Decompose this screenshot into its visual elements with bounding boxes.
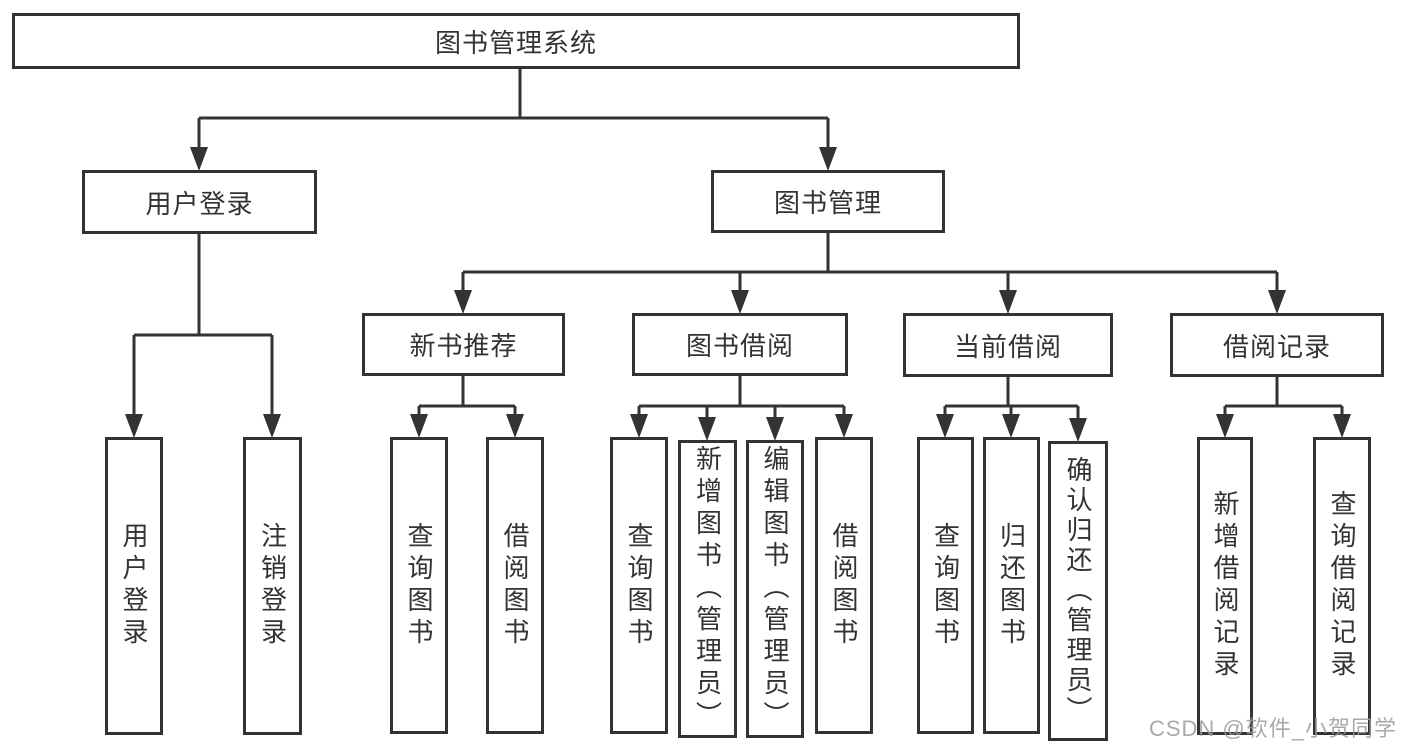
node-new-book-recommend-label: 新书推荐 [409, 331, 518, 361]
node-book-management: 图书管理 [711, 170, 945, 233]
node-borrow-records: 借阅记录 [1170, 313, 1384, 377]
leaf-br-query-record-label: 查询借阅记录 [1327, 490, 1357, 682]
node-user-login-label: 用户登录 [145, 188, 254, 219]
leaf-br-add-record-label: 新增借阅记录 [1210, 490, 1240, 682]
node-root-label: 图书管理系统 [434, 27, 597, 58]
node-new-book-recommend: 新书推荐 [362, 313, 565, 376]
leaf-rec-borrow-books-label: 借阅图书 [500, 521, 530, 650]
node-current-borrow-label: 当前借阅 [953, 331, 1062, 362]
leaf-br-query-record: 查询借阅记录 [1313, 437, 1371, 735]
leaf-bb-borrow-books-label: 借阅图书 [829, 521, 859, 650]
leaf-bb-borrow-books: 借阅图书 [815, 437, 873, 734]
node-book-management-label: 图书管理 [773, 188, 882, 218]
node-book-borrow: 图书借阅 [632, 313, 848, 376]
leaf-bb-add-books-label: 新增图书（管理员） [692, 445, 723, 733]
node-book-borrow-label: 图书借阅 [685, 331, 794, 361]
leaf-logout-label: 注销登录 [257, 522, 288, 650]
leaf-bb-add-books: 新增图书（管理员） [678, 440, 737, 738]
node-current-borrow: 当前借阅 [903, 313, 1113, 377]
leaf-cb-confirm-return: 确认归还（管理员） [1048, 441, 1108, 741]
node-root: 图书管理系统 [12, 13, 1020, 69]
node-borrow-records-label: 借阅记录 [1222, 331, 1331, 362]
leaf-cb-query-books: 查询图书 [917, 437, 974, 734]
leaf-bb-edit-books: 编辑图书（管理员） [746, 440, 804, 738]
leaf-rec-borrow-books: 借阅图书 [486, 437, 544, 734]
leaf-rec-query-books: 查询图书 [390, 437, 448, 734]
leaf-bb-edit-books-label: 编辑图书（管理员） [760, 445, 790, 733]
watermark-text: CSDN @软件_小贺同学 [1148, 716, 1397, 741]
leaf-user-login: 用户登录 [105, 437, 163, 735]
leaf-cb-query-books-label: 查询图书 [930, 521, 961, 650]
leaf-cb-return-books: 归还图书 [983, 437, 1040, 734]
leaf-cb-return-books-label: 归还图书 [996, 521, 1027, 650]
leaf-bb-query-books: 查询图书 [610, 437, 668, 734]
node-user-login: 用户登录 [82, 170, 317, 234]
leaf-user-login-label: 用户登录 [119, 522, 149, 650]
leaf-rec-query-books-label: 查询图书 [404, 521, 434, 650]
leaf-bb-query-books-label: 查询图书 [624, 521, 654, 650]
leaf-br-add-record: 新增借阅记录 [1197, 437, 1253, 735]
leaf-cb-confirm-return-label: 确认归还（管理员） [1063, 456, 1093, 726]
leaf-logout: 注销登录 [243, 437, 302, 735]
